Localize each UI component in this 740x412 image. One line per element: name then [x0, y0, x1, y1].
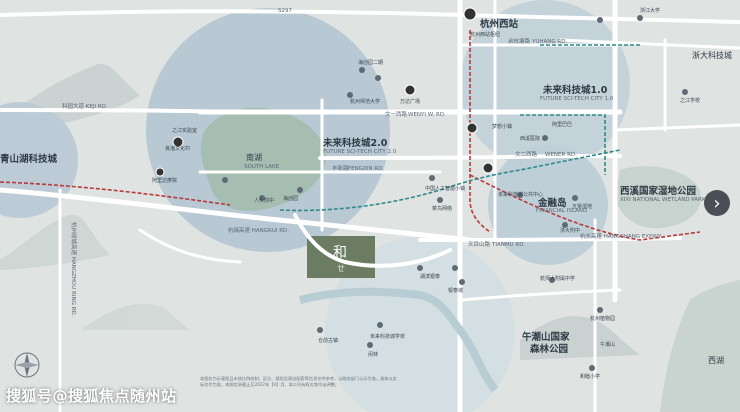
poi-label: 之江实验室 [172, 127, 197, 134]
road-yuhang-en: YUHANG RD. [531, 39, 567, 45]
poi-label: 五常湿地 [572, 203, 592, 210]
hangzhou-west-station-icon [463, 7, 477, 21]
road-yuhang: 余杭塘路 [508, 37, 531, 45]
road-wener-xi: 文二西路 [515, 150, 538, 158]
road-hangrui: 杭瑞高速 HANGRUI RD. [228, 226, 289, 234]
poi-label: 海创园 [283, 195, 298, 202]
area-nanhu: 南湖 [246, 152, 262, 162]
area-wuchaoshan-2: 森林公园 [530, 343, 568, 355]
poi-label: 和睦小学 [580, 373, 600, 380]
area-nanhu-en: SOUTH LAKE [244, 164, 280, 170]
poi-label: 杭州植物园 [590, 315, 615, 322]
poi-label: 未来科技城公共中心 [498, 191, 543, 198]
poi-label: 人大附中 [254, 197, 274, 204]
project-name: 和 [333, 245, 347, 261]
poi-label: 杭州师范大学 [350, 98, 380, 105]
road-kejiyuan: 科园大道 KEJI RD. [62, 102, 108, 110]
poi-label: 之江学校 [680, 97, 700, 104]
zone-circle-project [325, 237, 515, 412]
watermark: 搜狐号@搜狐焦点随州站 [6, 387, 177, 405]
poi-label: 西溪医院 [520, 135, 540, 142]
area-weilai-1: 未来科技城1.0 [542, 84, 608, 96]
poi-label: 湖滨银泰 [420, 273, 440, 280]
station-markers [155, 7, 494, 177]
poi-label: 杭州西站枢纽 [470, 31, 500, 38]
weilai-center-station-icon [482, 162, 494, 174]
poi-label: 阿里巴巴 [552, 121, 572, 128]
poi-label: 梦想小镇 [492, 123, 512, 130]
poi-label: 杭师大附属中学 [540, 275, 575, 282]
poi-label: 阿里达摩院 [152, 177, 177, 184]
zone-circle-jinrongdao [488, 145, 608, 265]
poi-label: 闲林 [368, 351, 378, 358]
zhijiang-lab-icon [172, 136, 184, 148]
metro-line-teal [279, 149, 621, 212]
road-tianmushan-en: TIANMU RD. [491, 242, 525, 248]
compass-icon [14, 352, 40, 378]
poi-label: 良渚文化村 [165, 145, 190, 152]
next-arrow-button[interactable]: › [704, 190, 730, 216]
road-s297: S297 [278, 8, 292, 14]
xixi-wetland [615, 166, 701, 229]
poi-label: 海创园二期 [358, 59, 383, 66]
area-weilai-1-en: FUTURE SCI-TECH CITY 1.0 [540, 96, 614, 102]
map-disclaimer: 本图仅为示意图且未按比例绘制，区位、规划及周边配套等信息仅供参考，以政府部门公示… [200, 376, 397, 387]
road-wenyi-xi: 文一西路 [385, 110, 408, 118]
area-qingshanhu: 青山湖科技城 [0, 153, 58, 165]
poi-label: 浙江大学 [640, 7, 660, 14]
nanhu-lake [200, 107, 327, 211]
xihu-area [660, 280, 740, 412]
area-weilai-2-en: FUTURE SCI-TECH CITY 2.0 [323, 149, 397, 155]
project-block [307, 236, 375, 278]
area-jinrongdao: 金融岛 [537, 197, 567, 209]
road-wener-xi-en: WENER RD. [545, 152, 577, 158]
area-jinrongdao-en: FINANCIAL ISLAND [536, 208, 587, 214]
river [299, 287, 499, 393]
haichuangyuan-station-icon [466, 122, 478, 134]
poi-label: 银泰城 [448, 287, 463, 294]
road-fengxin: 丰新路 [332, 164, 349, 172]
poi-label: 仓前古镇 [318, 337, 338, 344]
area-xixi: 西溪国家湿地公园 [620, 185, 696, 197]
area-wuchaoshan: 午潮山国家 [522, 331, 570, 343]
area-xixi-en: XIXI NATIONAL WETLAND PARK [620, 197, 706, 203]
poi-label: 未来科技城学校 [370, 333, 405, 340]
railway-line-north [469, 30, 491, 233]
wanda-station-icon [404, 84, 416, 96]
poi-dots [222, 15, 688, 371]
road-tianmushan: 天目山路 [468, 240, 491, 248]
poi-label: 午潮山 [600, 341, 615, 348]
area-zhejiang-uni: 浙大科技城 [692, 50, 732, 60]
railway-line-west [0, 181, 231, 206]
poi-label: 浙大附中 [560, 227, 580, 234]
damo-academy-icon [155, 167, 165, 177]
road-fengxin-en: FENGXIN RD. [348, 166, 384, 172]
zone-circle-qingshanhu [0, 102, 78, 218]
road-ring: 杭州绕城高速 HANGZHOU RING RD. [70, 222, 78, 317]
area-hangzhou-west: 杭州西站 [480, 18, 519, 30]
road-wenyi-xi-en: WENYI W. RD. [408, 112, 446, 118]
area-weilai-2: 未来科技城2.0 [322, 137, 388, 149]
project-sub: ㄝ [337, 264, 345, 273]
poi-label: 中国人工智能小镇 [425, 185, 465, 192]
metro-line-teal-2 [520, 114, 606, 175]
railway-line-east [469, 174, 701, 241]
poi-label: 菜鸟网络 [432, 205, 452, 212]
road-hangchang: 杭长高速 HANGCHANG EXPWY [580, 232, 662, 240]
poi-label: 万达广场 [400, 98, 420, 105]
area-xihu: 西湖 [708, 356, 724, 365]
